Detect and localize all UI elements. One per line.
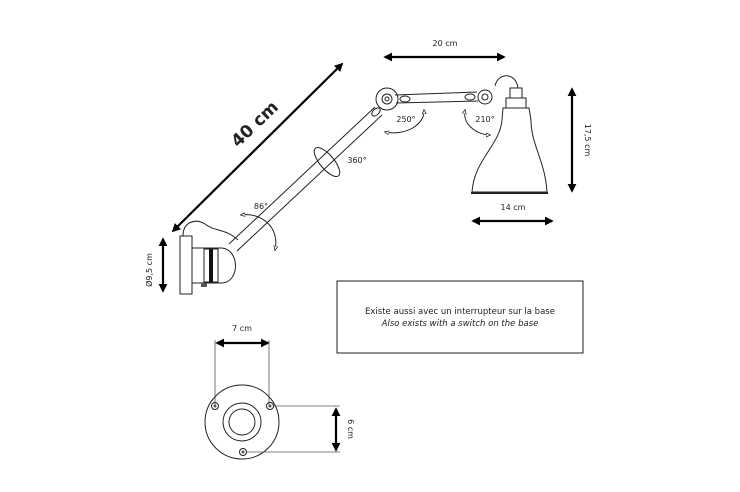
shade-joint-label: 210° — [475, 115, 494, 124]
arm-length-arrow — [171, 62, 344, 233]
base-width-label: 7 cm — [232, 324, 252, 333]
base-tilt-arrow — [241, 215, 276, 250]
arm-rotation-label: 360° — [347, 156, 366, 165]
shade-height-label: 17,5 cm — [583, 124, 592, 157]
base-diameter-label: Ø9,5 cm — [144, 253, 154, 287]
note-english: Also exists with a switch on the base — [381, 319, 539, 329]
arm-length-label: 40 cm — [228, 97, 283, 151]
screw-spacing-label: 6 cm — [346, 419, 355, 439]
base-tilt-label: 86° — [254, 202, 268, 211]
arm-rotation-arrow — [313, 146, 341, 178]
elbow-label: 250° — [396, 115, 415, 124]
note-french: Existe aussi avec un interrupteur sur la… — [365, 307, 555, 317]
shade-joint-arrow — [465, 110, 490, 135]
note-box — [336, 280, 584, 354]
lamp-side-view — [179, 75, 548, 295]
elbow-arrow — [385, 110, 424, 133]
upper-arm-label: 20 cm — [433, 39, 458, 48]
shade-diameter-label: 14 cm — [501, 203, 526, 212]
base-front-view — [204, 384, 280, 460]
